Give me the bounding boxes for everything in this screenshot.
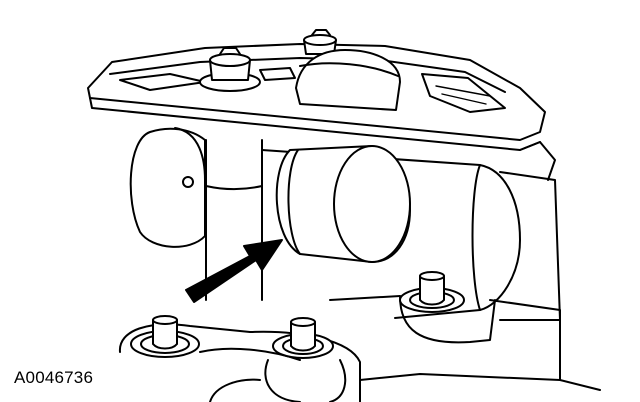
valve-lifter-right [399,271,465,313]
cam-bearing-cap [295,49,401,111]
head-bolt-left [199,47,261,92]
camshaft-journal [275,145,411,263]
vertical-shaft [205,139,263,301]
figure-id-label: A0046736 [14,368,94,387]
pointer-arrow [185,239,283,303]
valve-spring-retainer [264,359,347,402]
camshaft-lobe [129,127,206,248]
valve-lifter-middle [272,317,334,359]
valve-lifter-left [130,315,200,358]
